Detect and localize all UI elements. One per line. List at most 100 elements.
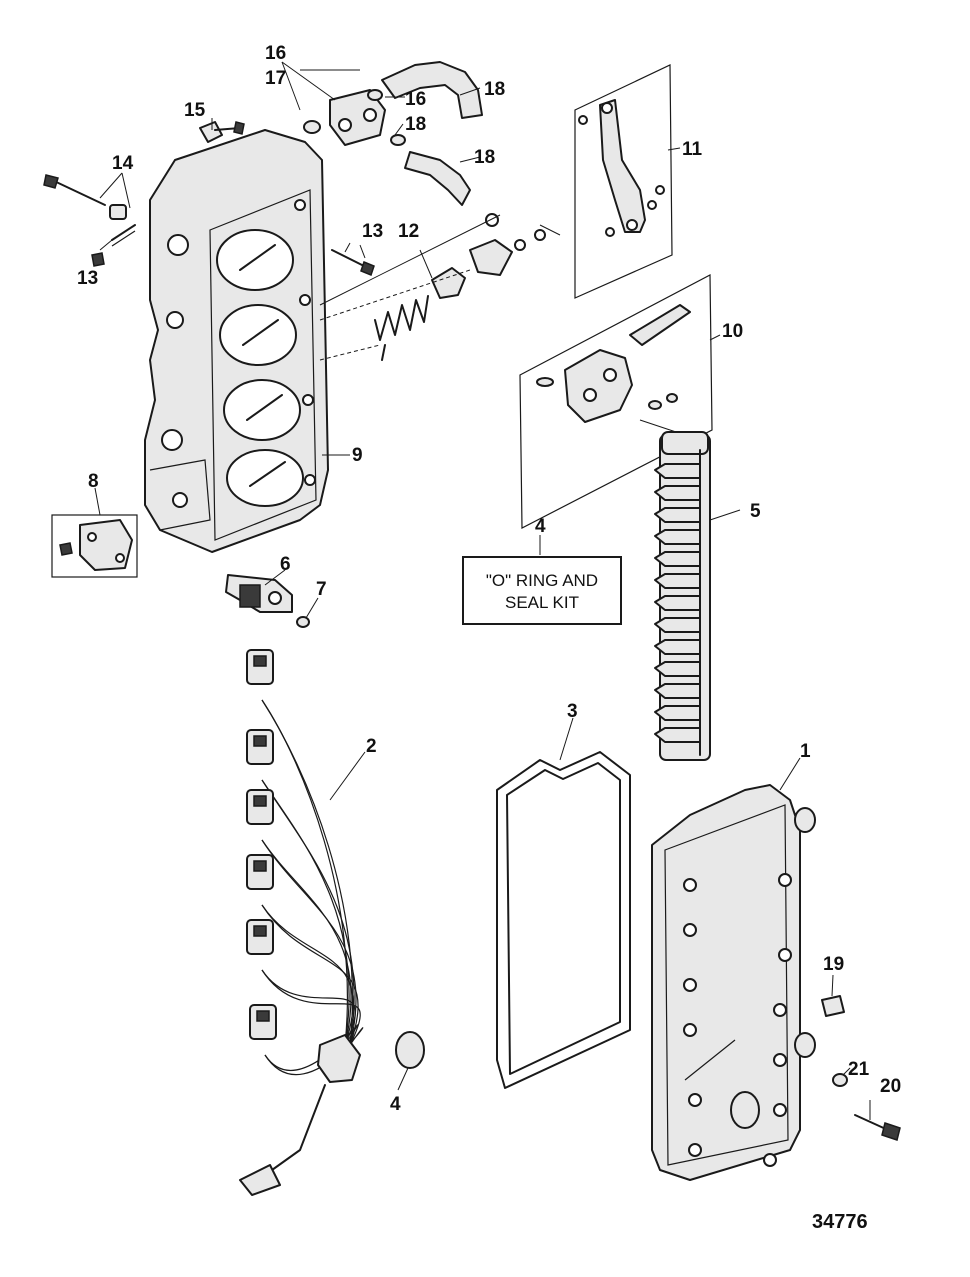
connector-latch bbox=[253, 795, 267, 807]
label-9: 9 bbox=[352, 445, 363, 466]
injector-connector bbox=[246, 789, 274, 825]
label-4-kit: 4 bbox=[535, 516, 546, 537]
connector-latch bbox=[253, 655, 267, 667]
label-18-top: 18 bbox=[484, 79, 505, 100]
figure-number: 34776 bbox=[812, 1211, 868, 1233]
cover-bolt-hole bbox=[683, 923, 697, 937]
part-13-stud-right bbox=[331, 249, 375, 276]
part-11-throttle-arm bbox=[574, 64, 673, 299]
fin bbox=[654, 595, 701, 611]
harness-wire bbox=[261, 969, 356, 1046]
cover-bolt-hole bbox=[773, 1053, 787, 1067]
part-16-clamps bbox=[367, 89, 406, 146]
label-1: 1 bbox=[800, 741, 811, 762]
label-13-left: 13 bbox=[77, 268, 98, 289]
harness-wire bbox=[261, 904, 354, 1046]
cover-bolt-hole bbox=[688, 1143, 702, 1157]
part-15-fitting bbox=[199, 121, 245, 143]
fin bbox=[654, 661, 701, 677]
leader-lines bbox=[94, 61, 871, 1120]
part-20-bolt bbox=[854, 1114, 901, 1141]
fin bbox=[654, 529, 701, 545]
fin bbox=[654, 639, 701, 655]
label-5: 5 bbox=[750, 501, 761, 522]
part-10-pressure-regulator bbox=[519, 274, 713, 529]
cover-bolt-hole bbox=[763, 1153, 777, 1167]
label-14: 14 bbox=[112, 153, 134, 174]
part-19-nut bbox=[821, 995, 845, 1017]
fin bbox=[654, 463, 701, 479]
label-20: 20 bbox=[880, 1076, 901, 1097]
part-6-fuel-injector bbox=[225, 574, 293, 613]
label-2: 2 bbox=[366, 736, 377, 757]
harness-wire bbox=[261, 839, 357, 1046]
kit-line-1: "O" RING AND bbox=[486, 571, 598, 590]
cover-bolt-hole bbox=[773, 1003, 787, 1017]
fin bbox=[654, 705, 701, 721]
label-16-top: 16 bbox=[265, 43, 286, 64]
label-3: 3 bbox=[567, 701, 578, 722]
part-9-throttle-body-casting bbox=[144, 129, 329, 553]
cover-bolt-hole bbox=[778, 873, 792, 887]
connector-latch bbox=[253, 860, 267, 872]
connector-latch bbox=[256, 1010, 270, 1022]
fin bbox=[654, 573, 701, 589]
label-12: 12 bbox=[398, 221, 419, 242]
injector-connector bbox=[246, 729, 274, 765]
label-10: 10 bbox=[722, 321, 743, 342]
callout-labels: 1 2 3 4 4 5 6 7 8 9 10 11 12 13 13 14 15… bbox=[77, 43, 901, 1233]
label-4-grommet: 4 bbox=[390, 1094, 401, 1115]
part-4-grommet bbox=[395, 1031, 425, 1069]
part-18-hose-lower bbox=[404, 151, 471, 206]
injector-connector bbox=[246, 854, 274, 890]
part-1-cover bbox=[651, 784, 816, 1181]
fin bbox=[654, 507, 701, 523]
fin bbox=[654, 683, 701, 699]
part-14-bolt-and-spacer bbox=[43, 174, 127, 220]
part-13-stud-and-nut-left bbox=[91, 224, 136, 267]
label-7: 7 bbox=[316, 579, 327, 600]
harness-wire bbox=[261, 904, 359, 1046]
label-18-lower: 18 bbox=[474, 147, 495, 168]
part-17-fuel-fitting-block bbox=[303, 89, 386, 146]
o-ring-seal-kit-box: "O" RING AND SEAL KIT bbox=[462, 556, 622, 625]
fin bbox=[654, 727, 701, 743]
harness-wire bbox=[261, 699, 353, 1046]
part-2-wiring-harness bbox=[239, 649, 364, 1196]
part-18-hose-upper bbox=[381, 61, 483, 119]
cover-bolt-hole bbox=[688, 1093, 702, 1107]
cover-bolt-hole bbox=[778, 948, 792, 962]
fin bbox=[654, 485, 701, 501]
label-21: 21 bbox=[848, 1059, 870, 1080]
cover-bolt-hole bbox=[683, 978, 697, 992]
connector-latch bbox=[253, 735, 267, 747]
kit-line-2: SEAL KIT bbox=[505, 593, 579, 612]
part-7-o-ring bbox=[296, 616, 310, 628]
part-8-cover-plate bbox=[51, 514, 138, 578]
injector-connector bbox=[246, 919, 274, 955]
label-15: 15 bbox=[184, 100, 206, 121]
injector-connector bbox=[249, 1004, 277, 1040]
part-3-gasket bbox=[496, 751, 631, 1089]
label-8: 8 bbox=[88, 471, 99, 492]
label-16-mid: 16 bbox=[405, 89, 426, 110]
label-18-mid: 18 bbox=[405, 114, 426, 135]
part-12-spring-linkage bbox=[319, 213, 561, 361]
cover-bolt-hole bbox=[683, 1023, 697, 1037]
harness-wire bbox=[261, 699, 349, 1046]
fin bbox=[654, 617, 701, 633]
fin bbox=[654, 551, 701, 567]
label-19: 19 bbox=[823, 954, 844, 975]
label-13-right: 13 bbox=[362, 221, 383, 242]
connector-latch bbox=[253, 925, 267, 937]
harness-wire bbox=[261, 779, 355, 1046]
injector-connector bbox=[246, 649, 274, 685]
label-6: 6 bbox=[280, 554, 291, 575]
part-5-cooler-fins bbox=[654, 431, 711, 761]
label-17: 17 bbox=[265, 68, 286, 89]
cover-bolt-hole bbox=[683, 878, 697, 892]
label-11: 11 bbox=[682, 139, 703, 160]
harness-wire bbox=[261, 969, 361, 1046]
cover-bolt-hole bbox=[773, 1103, 787, 1117]
